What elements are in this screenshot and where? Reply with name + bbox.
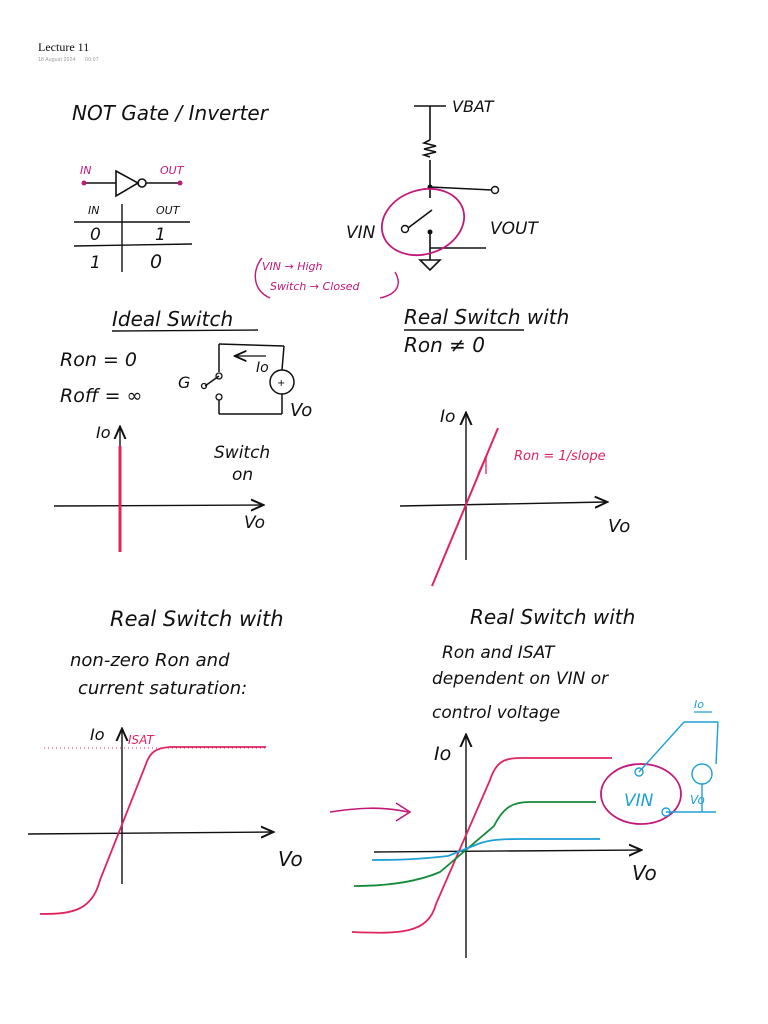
page-timestamp: 18 August 2024 00:07 — [38, 57, 99, 63]
ideal-plot-y-label: Io — [96, 423, 111, 442]
saturation-plot-x-label: Vo — [278, 847, 303, 871]
resistor-icon — [421, 139, 437, 158]
saturation-title-line3: current saturation: — [78, 678, 247, 699]
truth-table-cell: 1 — [90, 253, 101, 273]
page-time: 00:07 — [85, 57, 99, 63]
truth-table-cell: 1 — [155, 225, 166, 245]
slope-note: Ron = 1/slope — [514, 449, 606, 464]
dependent-iv-plot: Io Vo — [351, 736, 657, 958]
dependent-plot-x-label: Vo — [632, 861, 657, 885]
vin-source-circuit-icon — [600, 711, 719, 825]
gate-in-label: IN — [80, 164, 91, 177]
real-switch-iv-plot: Io Vo — [399, 407, 630, 587]
switch-on-line1: Switch — [214, 443, 270, 463]
roff-infinite-label: Roff = ∞ — [60, 385, 142, 407]
dependent-title-line3: dependent on VIN or — [432, 669, 609, 689]
vout-label: VOUT — [490, 219, 539, 239]
dependent-io-label: Io — [694, 698, 704, 711]
inverter-symbol-icon — [81, 169, 183, 198]
switch-circuit-icon: + — [200, 343, 295, 415]
not-gate-title: NOT Gate / Inverter — [72, 101, 270, 125]
page-header: Lecture 11 18 August 2024 00:07 — [38, 40, 99, 63]
ideal-switch-iv-plot: Io Vo — [53, 423, 265, 552]
switch-on-line2: on — [232, 465, 253, 485]
saturation-title-line1: Real Switch with — [110, 607, 284, 631]
gate-g-label: G — [178, 373, 190, 392]
vin-label: VIN — [346, 223, 376, 243]
truth-table-header-out: OUT — [156, 204, 181, 217]
ideal-plot-x-label: Vo — [244, 513, 265, 533]
page-title: Lecture 11 — [38, 40, 90, 54]
ron-zero-label: Ron = 0 — [60, 349, 137, 371]
ground-icon — [418, 259, 442, 272]
page-date: 18 August 2024 — [38, 57, 76, 63]
real-switch-title-line1: Real Switch with — [404, 305, 569, 329]
dependent-vo-label: Vo — [690, 793, 705, 807]
truth-table: IN OUT 0 1 1 0 — [73, 204, 193, 273]
switch-vo-label: Vo — [290, 400, 312, 421]
dependent-vin-label: VIN — [624, 791, 654, 811]
dependent-section: Real Switch with Ron and ISAT dependent … — [329, 605, 719, 958]
saturation-title-line2: non-zero Ron and — [70, 650, 230, 671]
dependent-title-line1: Real Switch with — [470, 605, 635, 629]
real-switch-title-line2: Ron ≠ 0 — [404, 333, 485, 357]
dependent-plot-y-label: Io — [434, 743, 451, 765]
gate-out-label: OUT — [160, 164, 185, 177]
real-switch-section: Real Switch with Ron ≠ 0 Io Vo Ron = 1/s… — [399, 305, 630, 587]
pointer-arrow-icon — [329, 807, 409, 813]
svg-text:+: + — [277, 378, 285, 389]
isat-label: ISAT — [128, 733, 155, 747]
saturation-iv-plot: Io ISAT Vo — [27, 725, 303, 915]
saturation-plot-y-label: Io — [90, 725, 105, 744]
truth-table-cell: 0 — [90, 225, 101, 245]
dependent-title-line4: control voltage — [432, 703, 560, 723]
switch-io-label: Io — [256, 360, 269, 376]
transistor-note-line2: Switch → Closed — [270, 280, 361, 293]
saturation-section: Real Switch with non-zero Ron and curren… — [27, 607, 303, 915]
transistor-note-line1: VIN → High — [262, 260, 323, 273]
real-plot-y-label: Io — [440, 407, 455, 427]
not-gate-section: NOT Gate / Inverter IN OUT IN OUT 0 1 1 … — [72, 101, 270, 273]
transistor-circuit: VBAT VIN VOUT VIN → High Switch → Closed — [254, 97, 539, 299]
vbat-label: VBAT — [452, 97, 495, 116]
ideal-switch-title: Ideal Switch — [112, 307, 233, 331]
ideal-switch-section: Ideal Switch Ron = 0 Roff = ∞ + G Io Vo … — [53, 307, 312, 552]
dependent-title-line2: Ron and ISAT — [442, 643, 556, 663]
real-plot-x-label: Vo — [608, 516, 630, 537]
truth-table-header-in: IN — [88, 204, 99, 217]
truth-table-cell: 0 — [150, 251, 162, 273]
